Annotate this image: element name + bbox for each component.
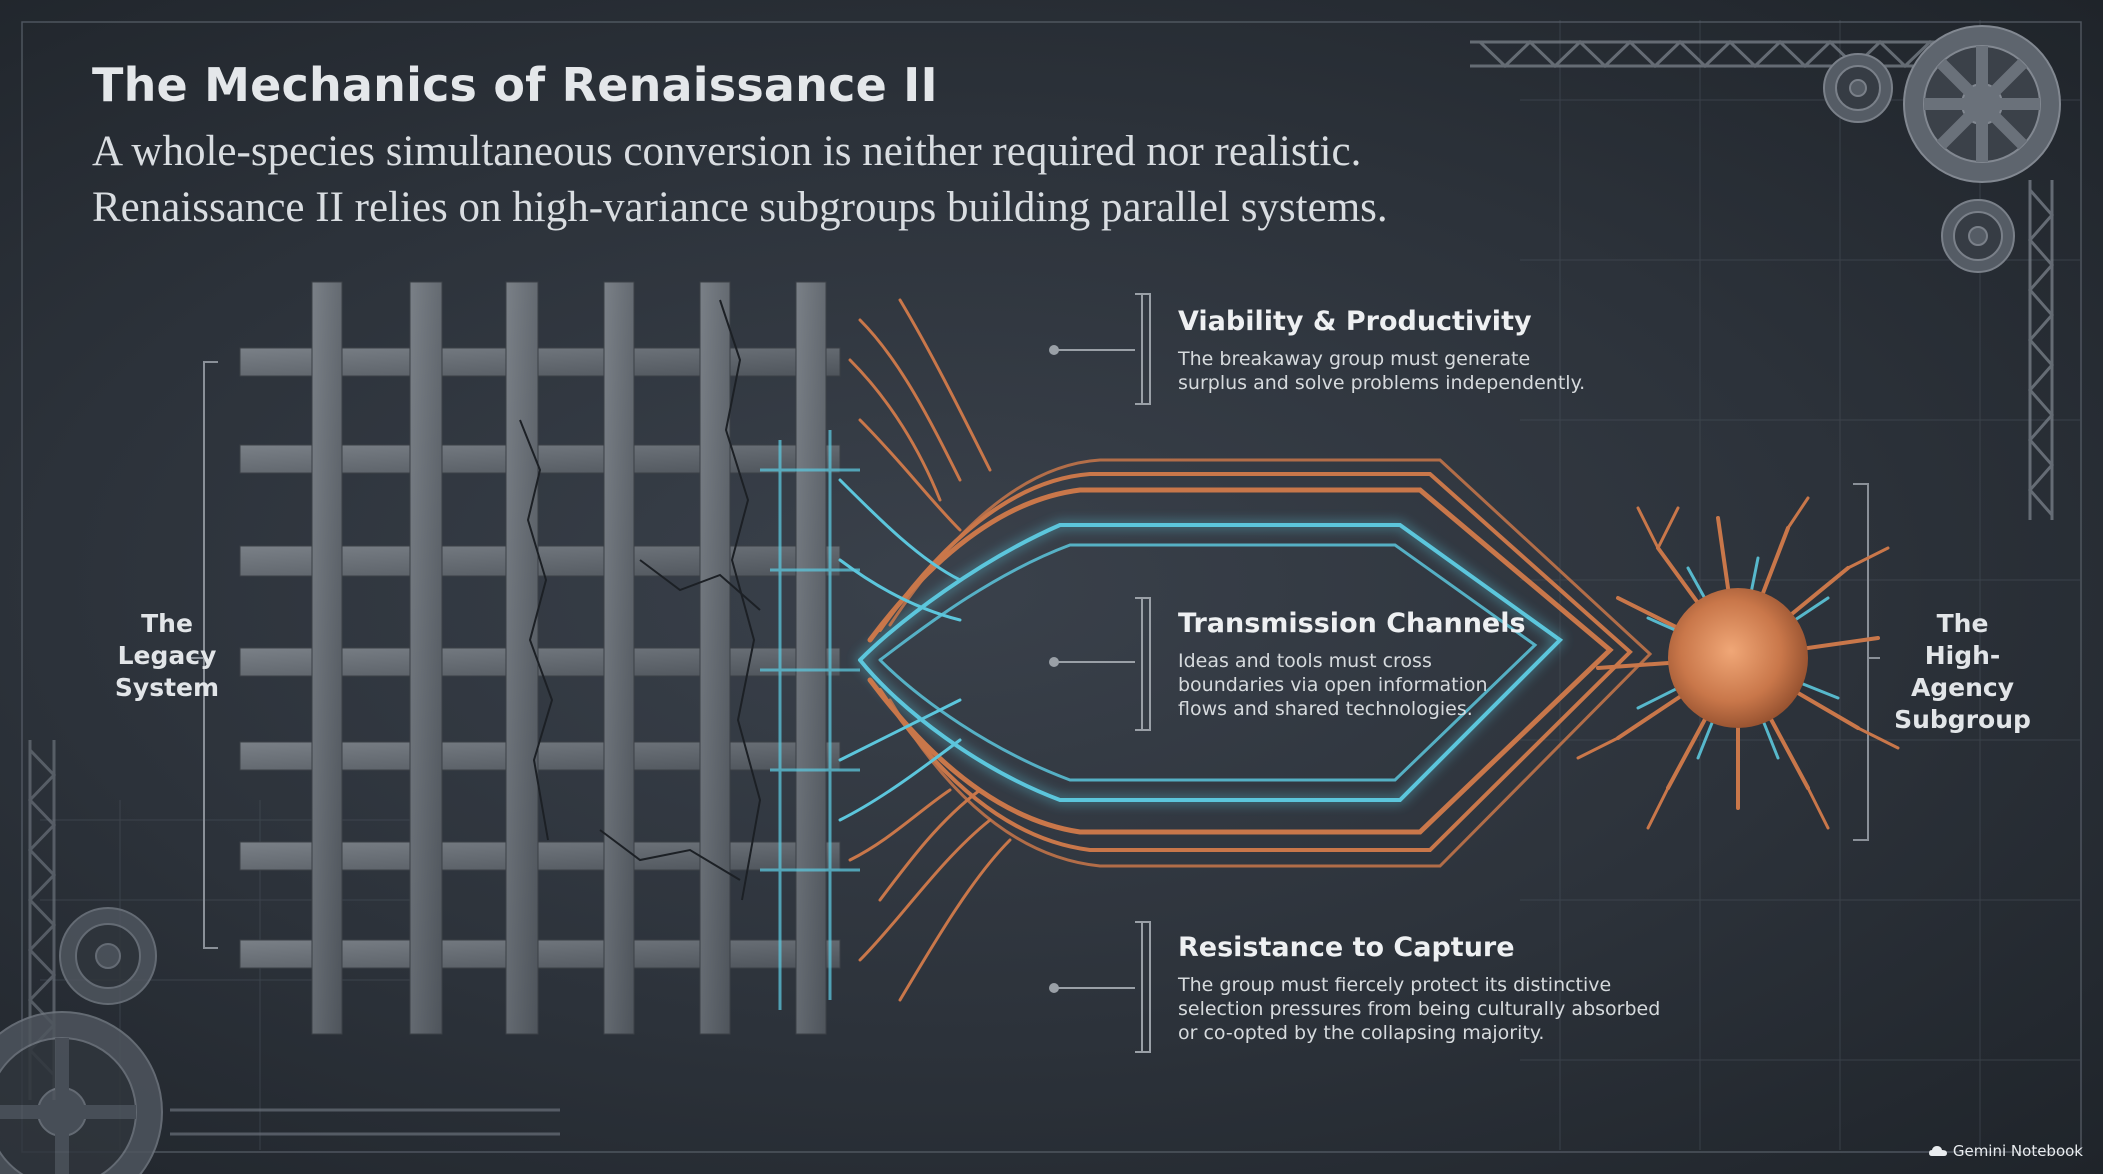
frame-border xyxy=(21,21,2082,1153)
branding-text: Gemini Notebook xyxy=(1952,1142,2083,1160)
callout-heading: Viability & Productivity xyxy=(1178,306,1532,337)
callout-bracket-viability xyxy=(1049,293,1151,405)
channel-cyan xyxy=(857,522,1564,803)
callout-bracket-resistance xyxy=(1049,921,1151,1053)
subtitle: A whole-species simultaneous conversion … xyxy=(92,124,1592,236)
label-line: Subgroup xyxy=(1894,705,2031,734)
subtitle-line: A whole-species simultaneous conversion … xyxy=(92,128,1362,175)
gear-icon xyxy=(1823,53,1893,123)
callout-heading: Transmission Channels xyxy=(1178,608,1526,639)
label-line: Legacy xyxy=(117,641,217,670)
legacy-system-label: The Legacy System xyxy=(92,608,242,704)
grid-vertical-bars xyxy=(311,281,827,1035)
cloud-icon xyxy=(1928,1146,1947,1156)
callout-line: The breakaway group must generate xyxy=(1178,348,1531,370)
neuron-icon xyxy=(1576,496,1900,830)
callout-line: selection pressures from being culturall… xyxy=(1178,998,1661,1020)
branding: Gemini Notebook xyxy=(1928,1142,2083,1160)
callout-line: boundaries via open information xyxy=(1178,674,1488,696)
label-line: The xyxy=(1936,609,1989,638)
callout-line: surplus and solve problems independently… xyxy=(1178,372,1586,394)
blueprint-grid xyxy=(40,20,2080,1150)
callout-body: The breakaway group must generate surplu… xyxy=(1178,347,1648,395)
legacy-grid xyxy=(239,281,860,1035)
callout-line: Ideas and tools must cross xyxy=(1178,650,1432,672)
high-agency-subgroup-label: The High-Agency Subgroup xyxy=(1880,608,2045,736)
right-bracket xyxy=(1853,483,1880,841)
label-line: System xyxy=(114,673,220,702)
callout-heading: Resistance to Capture xyxy=(1178,932,1515,963)
truss-top xyxy=(1470,39,2054,520)
grid-glow-edges xyxy=(760,430,860,1010)
gear-icon xyxy=(1941,199,2015,273)
callout-body: The group must fiercely protect its dist… xyxy=(1178,973,1698,1045)
callout-bracket-transmission xyxy=(1049,597,1151,731)
callout-body: Ideas and tools must cross boundaries vi… xyxy=(1178,649,1648,721)
label-line: High-Agency xyxy=(1910,641,2015,702)
grid-cracks xyxy=(519,299,762,901)
callout-line: flows and shared technologies. xyxy=(1178,698,1473,720)
callout-resistance: Resistance to Capture The group must fie… xyxy=(1178,932,1698,1045)
label-line: The xyxy=(141,609,193,638)
gear-icon xyxy=(1903,25,2061,183)
left-bracket xyxy=(190,361,218,949)
page-title: The Mechanics of Renaissance II xyxy=(92,58,938,112)
callout-line: or co-opted by the collapsing majority. xyxy=(1178,1022,1545,1044)
callout-transmission: Transmission Channels Ideas and tools mu… xyxy=(1178,608,1648,721)
subtitle-line: Renaissance II relies on high-variance s… xyxy=(92,184,1388,231)
callout-viability: Viability & Productivity The breakaway g… xyxy=(1178,306,1648,395)
tendrils xyxy=(838,298,1012,1002)
gear-icon xyxy=(0,1011,163,1174)
gear-icon xyxy=(59,907,157,1005)
callout-line: The group must fiercely protect its dist… xyxy=(1178,974,1612,996)
